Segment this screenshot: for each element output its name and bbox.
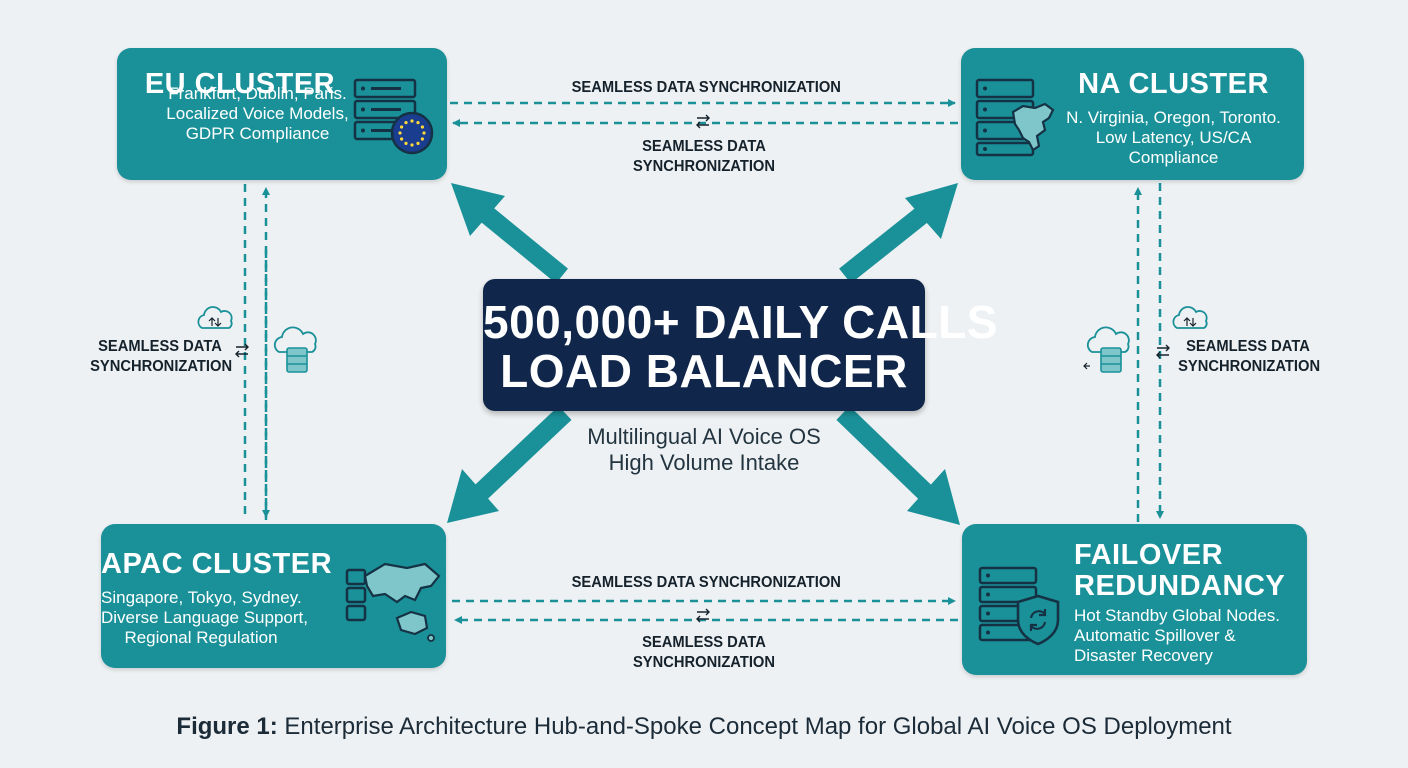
server-north-america-icon xyxy=(975,78,1055,157)
cloud-sync-icon-left xyxy=(197,306,233,329)
sync-arrows-icon-bottom xyxy=(696,608,710,623)
figure-caption: Figure 1: Enterprise Architecture Hub-an… xyxy=(0,713,1408,741)
sync-label-right: SEAMLESS DATA SYNCHRONIZATION xyxy=(1178,338,1321,375)
figure-caption-label: Figure 1: xyxy=(176,713,278,740)
na-cluster-title: NA CLUSTER xyxy=(1078,68,1269,100)
apac-cluster-node: APAC CLUSTER Singapore, Tokyo, Sydney. D… xyxy=(101,524,446,668)
cloud-sync-icon-right xyxy=(1172,306,1208,329)
sync-arrows-icon-right xyxy=(1156,344,1170,359)
apac-cluster-description: Singapore, Tokyo, Sydney. Diverse Langua… xyxy=(101,588,308,647)
hub-to-eu-arrow xyxy=(451,183,569,284)
hub-subtitle-line2: High Volume Intake xyxy=(608,450,800,475)
sync-arrows-icon-left xyxy=(235,343,249,358)
sync-arrows-icons xyxy=(235,114,1170,623)
sync-label-top-single: SEAMLESS DATA SYNCHRONIZATION xyxy=(571,79,841,96)
load-balancer-hub: 500,000+ DAILY CALLS LOAD BALANCER xyxy=(483,279,998,411)
server-shield-icon xyxy=(978,566,1060,646)
server-eu-flag-icon xyxy=(353,78,434,155)
sync-label-bottom-single: SEAMLESS DATA SYNCHRONIZATION xyxy=(571,574,841,591)
na-cluster-description: N. Virginia, Oregon, Toronto. Low Latenc… xyxy=(1066,108,1281,167)
cloud-database-icon-right xyxy=(1083,326,1130,373)
cloud-database-icon-left xyxy=(273,326,317,373)
hub-to-failover-arrow xyxy=(836,406,960,525)
server-asia-pacific-icon xyxy=(345,562,441,642)
hub-to-apac-arrow xyxy=(447,406,572,523)
failover-title: FAILOVER REDUNDANCY xyxy=(1074,539,1286,602)
na-cluster-node: NA CLUSTER N. Virginia, Oregon, Toronto.… xyxy=(961,48,1304,180)
eu-cluster-node: EU CLUSTER Frankfurt, Dublin, Paris. Loc… xyxy=(117,48,447,180)
hub-subtitle-line1: Multilingual AI Voice OS xyxy=(587,424,821,449)
failover-description: Hot Standby Global Nodes. Automatic Spil… xyxy=(1074,606,1281,665)
sync-arrows-icon-top xyxy=(696,114,710,129)
sync-label-bottom-double: SEAMLESS DATA SYNCHRONIZATION xyxy=(632,634,776,671)
dashed-connectors xyxy=(243,99,1164,624)
hub-to-na-arrow xyxy=(839,183,958,284)
eu-cluster-title: EU CLUSTER xyxy=(144,68,336,100)
eu-cluster-description: Frankfurt, Dublin, Paris. Localized Voic… xyxy=(166,84,349,143)
failover-redundancy-node: FAILOVER REDUNDANCY Hot Standby Global N… xyxy=(962,524,1307,675)
hub-title-line1: 500,000+ DAILY CALLS xyxy=(483,296,998,348)
sync-label-left: SEAMLESS DATA SYNCHRONIZATION xyxy=(90,338,233,375)
hub-title-line2: LOAD BALANCER xyxy=(500,345,908,397)
sync-label-top-double: SEAMLESS DATA SYNCHRONIZATION xyxy=(632,138,776,175)
figure-caption-text: Enterprise Architecture Hub-and-Spoke Co… xyxy=(277,713,1232,740)
apac-cluster-title: APAC CLUSTER xyxy=(101,548,333,580)
